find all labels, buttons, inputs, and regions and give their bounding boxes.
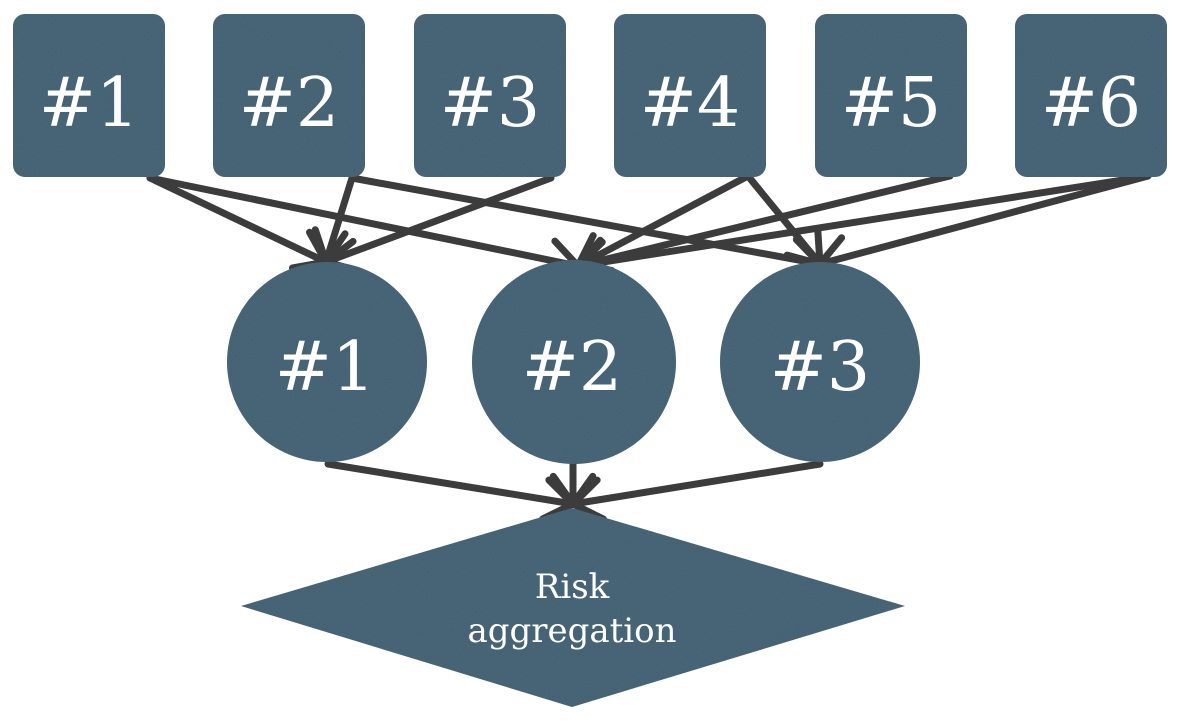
input-node-1: #1 [13, 14, 165, 177]
group-circle-1 [227, 262, 427, 462]
aggregation-node: Risk aggregation [241, 508, 905, 707]
group-node-1: #1 [227, 262, 427, 462]
input-box-2 [213, 14, 365, 177]
edge-input-2-to-group-3-line [348, 174, 824, 268]
edge-group-3-to-aggregation-head [569, 476, 607, 523]
edge-input-3-to-group-1-line [322, 174, 555, 266]
edge-input-5-to-group-2-line [574, 172, 954, 270]
input-label-5: #5 [841, 64, 941, 143]
edge-input-6-to-group-2 [574, 172, 1152, 285]
input-node-6: #6 [1015, 14, 1167, 177]
aggregation-label-line1: Risk [535, 567, 610, 607]
edge-group-1-to-aggregation [324, 460, 577, 523]
input-label-6: #6 [1041, 64, 1141, 143]
group-label-3: #3 [770, 328, 870, 407]
edge-group-2-to-aggregation [549, 458, 597, 508]
input-label-2: #2 [239, 64, 339, 143]
group-label-2: #2 [522, 328, 622, 407]
input-node-4: #4 [614, 14, 766, 177]
input-box-1 [13, 14, 165, 177]
group-node-3: #3 [720, 262, 920, 462]
input-box-4 [614, 14, 766, 177]
input-box-6 [1015, 14, 1167, 177]
input-label-1: #1 [39, 64, 139, 143]
input-label-4: #4 [640, 64, 740, 143]
edge-group-3-to-aggregation [569, 460, 824, 523]
input-label-3: #3 [440, 64, 540, 143]
edge-group-3-to-aggregation-line [569, 460, 824, 508]
aggregation-label-line2: aggregation [467, 611, 676, 651]
edge-input-4-to-group-2-line [574, 172, 752, 270]
edge-input-6-to-group-3-line [816, 172, 1152, 268]
input-node-3: #3 [414, 14, 566, 177]
group-label-1: #1 [275, 328, 375, 407]
edge-layer [146, 172, 1152, 523]
edge-input-1-to-group-1 [146, 174, 330, 272]
edge-input-1-to-group-1-line [146, 174, 330, 266]
edge-input-6-to-group-3 [816, 172, 1152, 280]
edge-group-1-to-aggregation-line [324, 460, 577, 508]
edge-input-4-to-group-3-line [744, 172, 824, 268]
edge-input-1-to-group-2-line [146, 174, 582, 270]
group-circle-3 [720, 262, 920, 462]
input-node-2: #2 [213, 14, 365, 177]
group-circle-2 [472, 260, 676, 464]
edge-input-2-to-group-1-line [322, 174, 356, 266]
input-box-3 [414, 14, 566, 177]
input-node-5: #5 [815, 14, 967, 177]
edge-input-6-to-group-2-line [574, 172, 1152, 270]
input-box-5 [815, 14, 967, 177]
input-layer: #1 #2 #3 #4 #5 #6 [13, 14, 1167, 177]
aggregation-diamond [241, 508, 905, 707]
group-layer: #1 #2 #3 [227, 260, 920, 464]
group-node-2: #2 [472, 260, 676, 464]
